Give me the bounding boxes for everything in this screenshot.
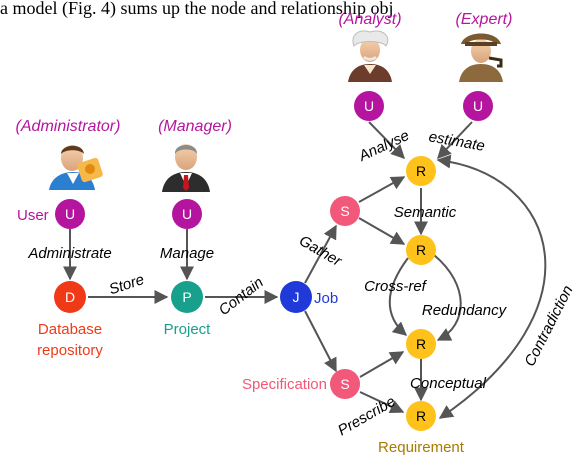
node-spec-bottom-letter: S [340,376,349,392]
role-expert: (Expert) [456,11,513,28]
node-job-letter: J [293,289,300,305]
label-user: User [17,207,49,224]
node-spec-top: S [330,196,360,226]
label-database-line2: repository [37,342,103,359]
edge-label-manage: Manage [160,245,214,262]
node-requirement-1: R [406,156,436,186]
node-spec-top-letter: S [340,203,349,219]
node-analyst-user-letter: U [364,98,374,114]
edge-label-administrate: Administrate [27,245,111,262]
role-analyst: (Analyst) [338,11,401,28]
node-expert-user: U [463,91,493,121]
node-manager-user: U [172,199,202,229]
edge-spec-req1 [358,176,406,203]
edge-prescribe [304,310,337,373]
node-requirement-3: R [406,329,436,359]
edge-analyse [368,121,405,160]
edge-contradiction [436,154,547,419]
node-admin-user-letter: U [65,206,75,222]
edge-gather [304,224,337,284]
edge-label-semantic: Semantic [394,204,457,221]
edge-label-prescribe: Prescribe [335,393,398,439]
node-requirement-4: R [406,401,436,431]
caption-fragment: a model (Fig. 4) sums up the node and re… [0,0,393,19]
edge-label-analyse: Analyse [355,127,411,165]
node-spec-bottom: S [330,369,360,399]
edge-spec-req4 [359,391,405,414]
node-admin-user: U [55,199,85,229]
label-specification: Specification [242,376,327,393]
edge-label-store: Store [107,271,146,298]
edge-label-redundancy: Redundancy [422,302,508,319]
administrator-avatar-icon [49,145,103,190]
node-req3-letter: R [416,336,426,352]
node-database: D [54,281,86,313]
node-manager-user-letter: U [182,206,192,222]
role-administrator: (Administrator) [16,118,121,135]
node-expert-user-letter: U [473,98,483,114]
edge-label-gather: Gather [296,232,345,270]
node-database-letter: D [65,289,75,305]
node-req2-letter: R [416,242,426,258]
edge-redundancy [433,254,462,341]
edges [63,121,547,419]
node-project: P [171,281,203,313]
node-req1-letter: R [416,163,426,179]
edge-spec-req3 [359,351,405,378]
node-project-letter: P [182,289,191,305]
node-analyst-user: U [354,91,384,121]
node-req4-letter: R [416,408,426,424]
node-requirement-2: R [406,235,436,265]
manager-avatar-icon [162,144,210,192]
edge-cross-ref [388,257,409,336]
label-job: Job [314,290,338,307]
edge-label-estimate: estimate [427,128,486,155]
node-job: J [280,281,312,313]
role-manager: (Manager) [158,118,232,135]
edge-label-conceptual: Conceptual [410,375,487,392]
edge-spec-req2 [358,217,406,245]
label-project: Project [164,321,212,338]
expert-avatar-icon [459,33,503,82]
edge-estimate [437,121,473,160]
edge-label-cross-ref: Cross-ref [364,278,428,295]
analyst-avatar-icon [348,30,392,82]
label-database-line1: Database [38,321,102,338]
label-requirement: Requirement [378,439,465,456]
